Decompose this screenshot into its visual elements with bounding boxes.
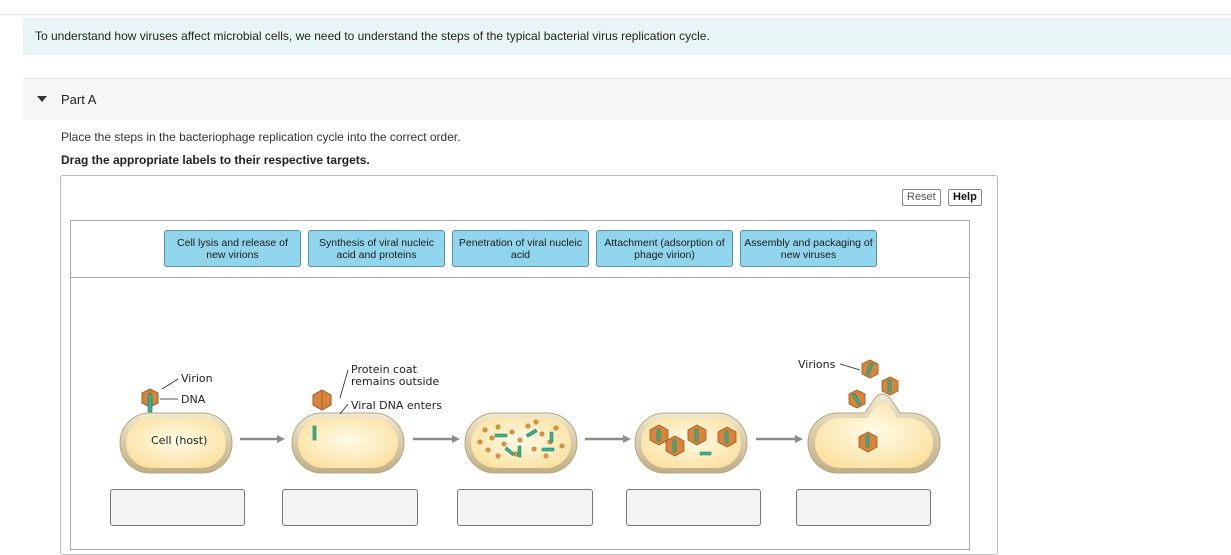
part-header[interactable]: Part A (23, 78, 1231, 120)
virion-icon (141, 388, 159, 413)
cell-label: Cell (host) (151, 434, 207, 447)
virion-label: Virion (181, 372, 213, 385)
drag-label-cell-lysis[interactable]: Cell lysis and release of new virions (164, 230, 301, 267)
label-bank-divider (71, 277, 969, 278)
arrow-1-head (277, 435, 285, 443)
dna-label: DNA (181, 393, 206, 406)
protein-coat-leader (339, 369, 349, 399)
replication-cycle-diagram: Virion DNA Cell (host) Protein coat rema… (119, 358, 941, 474)
drag-instruction: Drag the appropriate labels to their res… (61, 153, 370, 167)
arrow-2-head (452, 435, 460, 443)
drag-label-penetration[interactable]: Penetration of viral nucleic acid (452, 230, 589, 267)
intro-text: To understand how viruses affect microbi… (35, 29, 710, 43)
intro-banner: To understand how viruses affect microbi… (23, 18, 1231, 55)
protein-coat-label-1: Protein coat (351, 363, 418, 376)
cell-stage-3 (464, 412, 578, 474)
released-virions-icon (848, 359, 899, 409)
reset-button[interactable]: Reset (902, 189, 941, 206)
top-divider (0, 14, 1231, 15)
help-button[interactable]: Help (948, 189, 982, 206)
viral-dna-leader (339, 403, 349, 415)
virions-leader (839, 363, 861, 371)
drop-target-4[interactable] (626, 489, 761, 526)
drop-target-1[interactable] (110, 489, 245, 526)
cell-stage-1 (119, 412, 233, 474)
virions-label: Virions (798, 358, 836, 371)
arrow-3-head (623, 435, 631, 443)
cell-stage-2 (291, 412, 405, 474)
viral-dna-label: Viral DNA enters (351, 399, 442, 412)
drop-target-2[interactable] (282, 489, 418, 526)
arrow-4-head (795, 435, 803, 443)
cell-stage-5 (807, 393, 941, 474)
drag-label-synthesis[interactable]: Synthesis of viral nucleic acid and prot… (308, 230, 445, 267)
viral-dna-strand (312, 425, 317, 441)
cell-stage-4 (634, 412, 748, 474)
part-title: Part A (61, 92, 97, 107)
drag-label-assembly[interactable]: Assembly and packaging of new viruses (740, 230, 877, 267)
question-instruction: Place the steps in the bacteriophage rep… (61, 130, 461, 144)
caret-down-icon[interactable] (37, 96, 47, 102)
protein-coat-label-2: remains outside (351, 375, 440, 388)
virion-leader (161, 378, 179, 390)
drop-target-5[interactable] (796, 489, 931, 526)
drag-label-attachment[interactable]: Attachment (adsorption of phage virion) (596, 230, 733, 267)
drop-target-3[interactable] (457, 489, 593, 526)
empty-capsid-icon (312, 389, 332, 411)
